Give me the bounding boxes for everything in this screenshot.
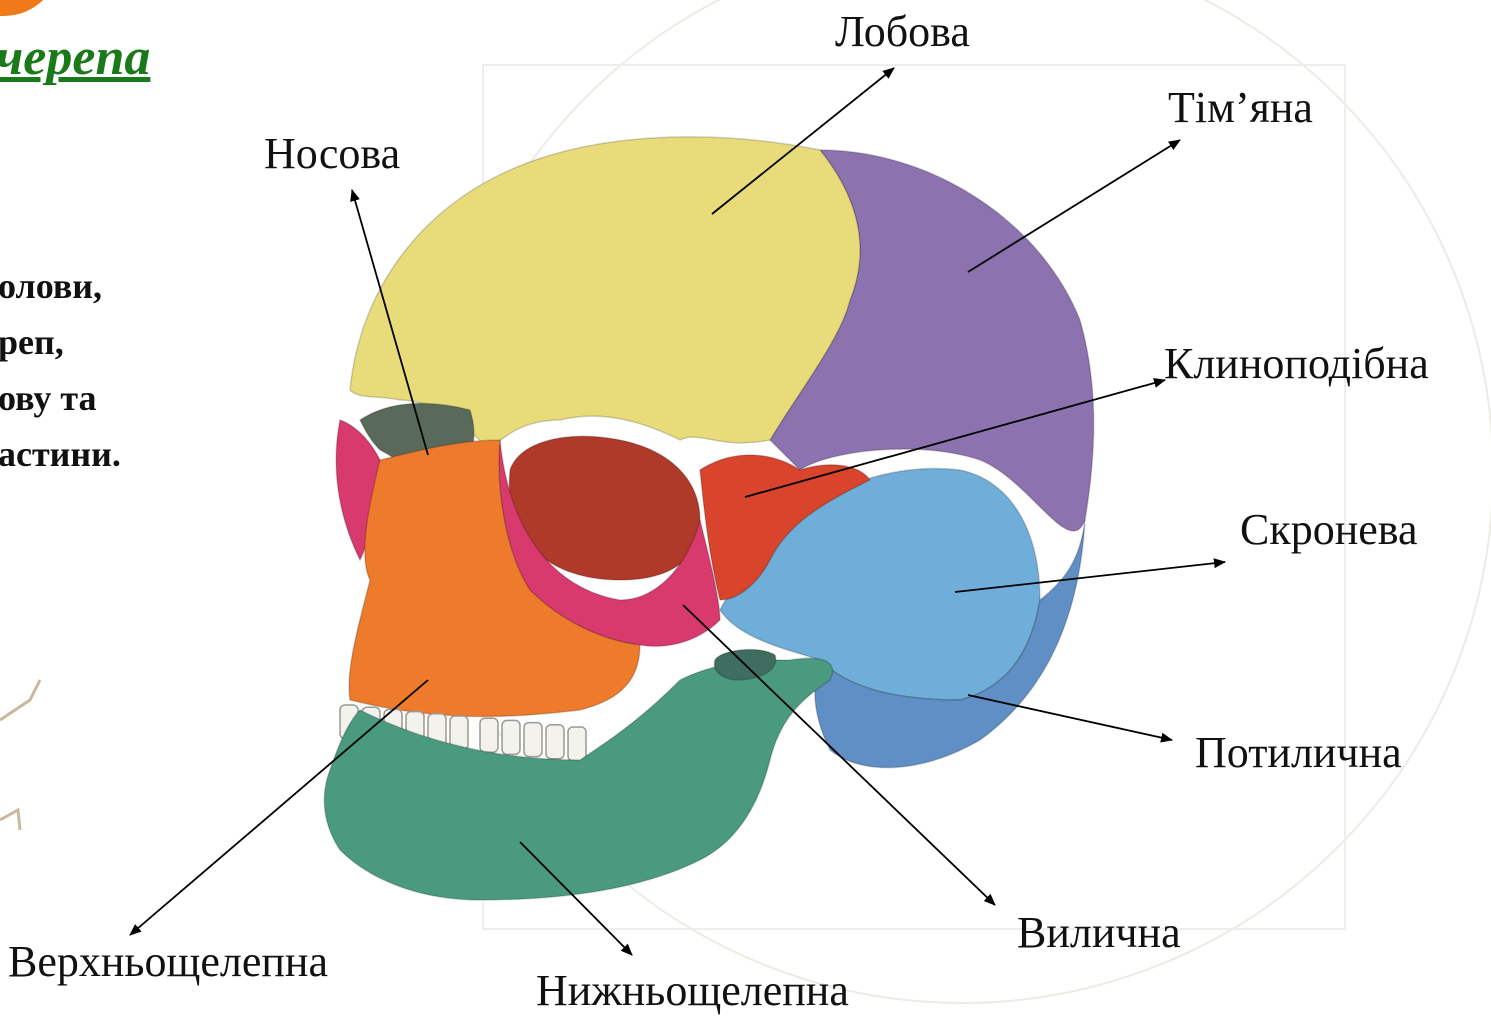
tooth (480, 718, 498, 752)
label-nasal: Носова (264, 128, 400, 179)
tooth (502, 720, 520, 754)
tooth (568, 727, 586, 761)
label-parietal: Тім’яна (1168, 82, 1313, 133)
tooth (546, 725, 564, 759)
label-sphenoid: Клиноподібна (1164, 338, 1429, 389)
pointer-parietal (968, 140, 1180, 272)
label-temporal: Скронева (1240, 504, 1418, 555)
label-maxilla: Верхньощелепна (8, 936, 328, 987)
label-mandible: Нижньощелепна (536, 965, 849, 1016)
tooth (524, 723, 542, 757)
skeleton-decoration (0, 680, 40, 830)
label-frontal: Лобова (835, 6, 970, 57)
label-zygomatic: Вилична (1017, 907, 1181, 958)
label-occipital: Потилична (1195, 727, 1402, 778)
